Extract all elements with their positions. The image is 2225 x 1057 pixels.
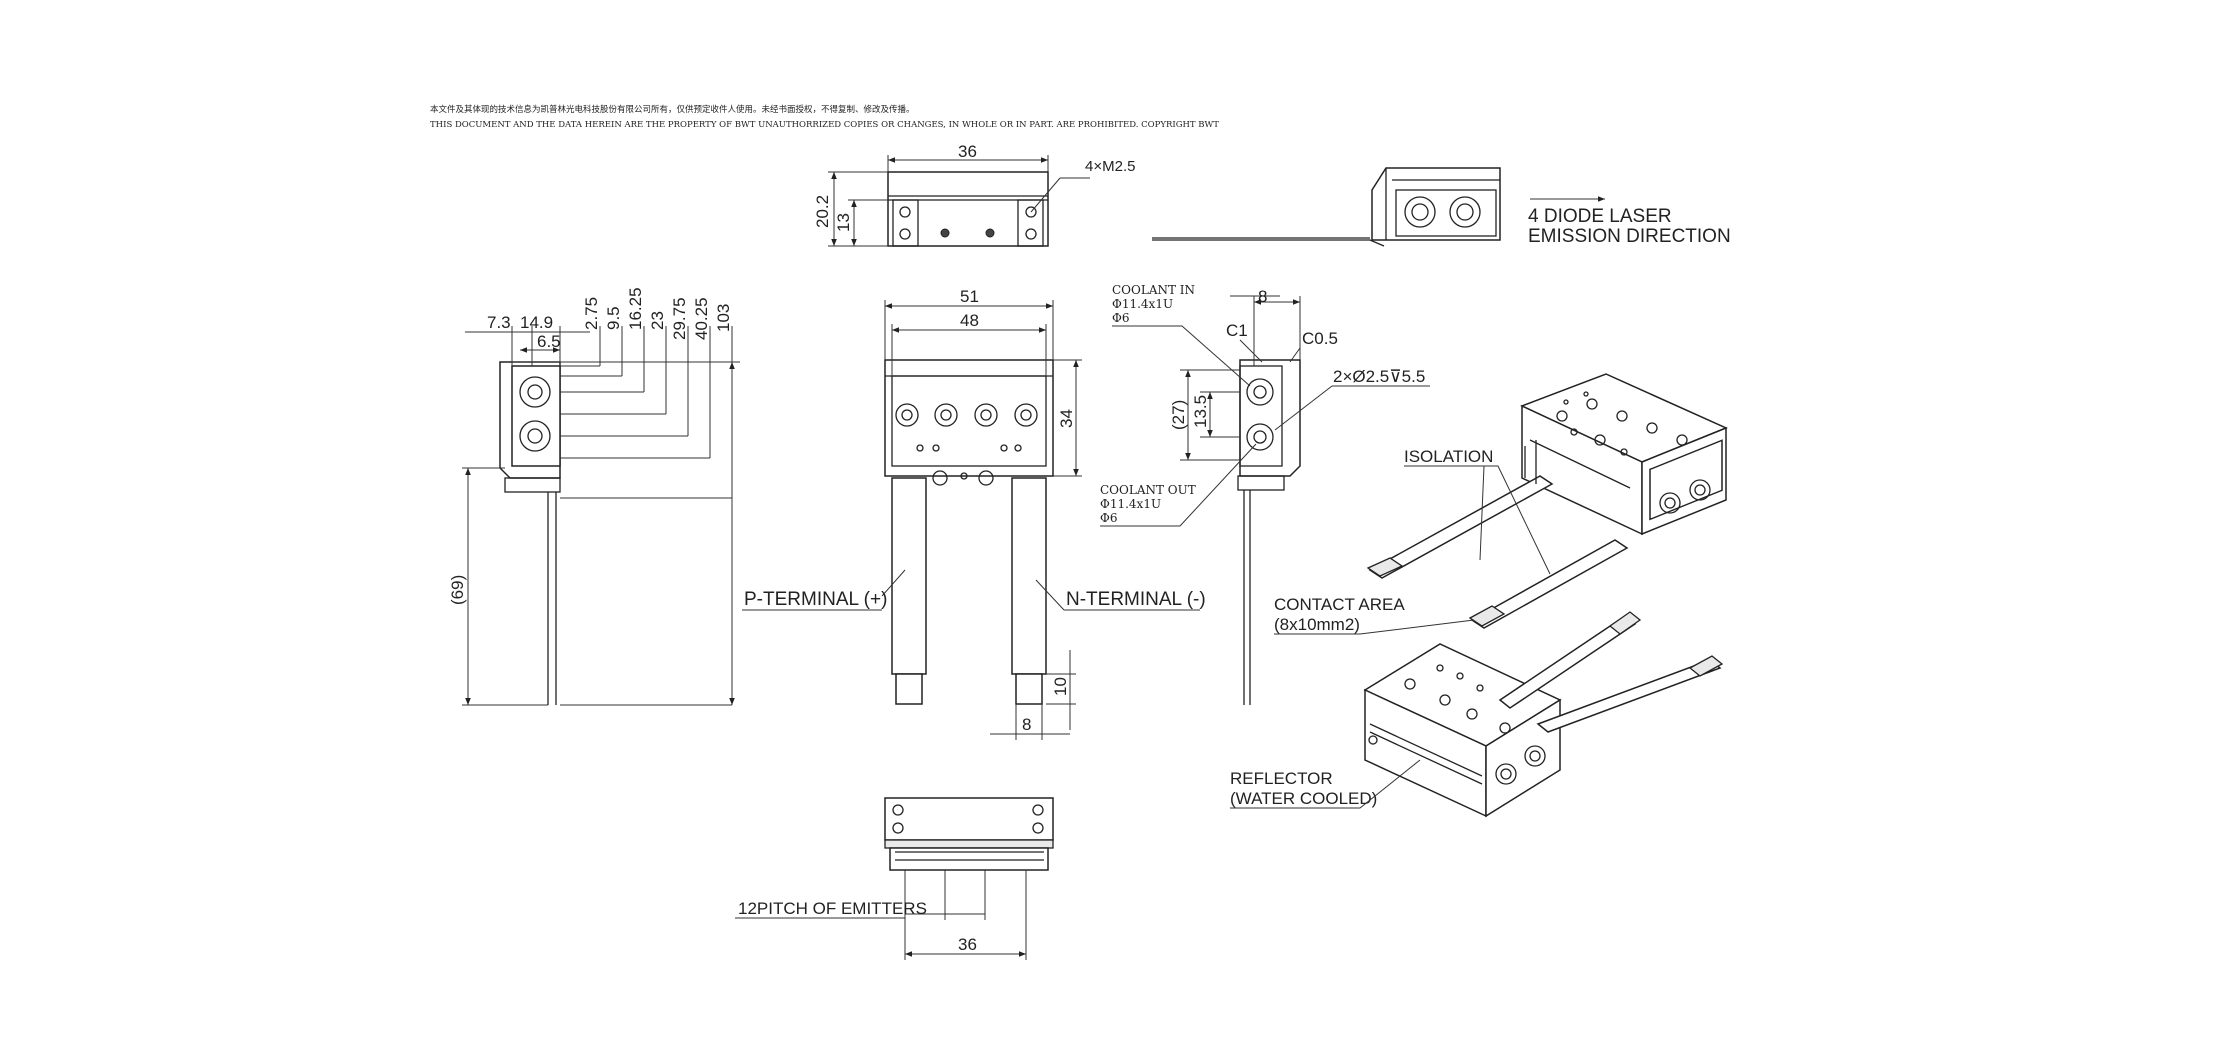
left-dim-h-0: 7.3 — [487, 313, 511, 332]
left-dim-h-2: 6.5 — [537, 332, 561, 351]
pitch-label: 12PITCH OF EMITTERS — [738, 899, 927, 918]
isometric-upper — [1366, 373, 1728, 629]
notice-cn: 本文件及其体现的技术信息为凯普林光电科技股份有限公司所有，仅供预定收件人使用。未… — [430, 104, 915, 115]
left-dim-v-3: 23 — [648, 311, 667, 330]
left-dim-v-6: 103 — [714, 304, 733, 332]
left-dim-length: (69) — [448, 575, 467, 605]
reflector-2: (WATER COOLED) — [1230, 789, 1377, 808]
front-dim-tab-w: 8 — [1022, 715, 1031, 734]
coolant-in-2: Φ6 — [1112, 311, 1129, 325]
top-dim-height-total: 20.2 — [813, 195, 832, 228]
right-view: 8 C1 C0.5 2×Ø2.5⊽5.5 (27) 13.5 COOLANT I… — [1100, 283, 1430, 705]
coolant-in-1: Φ11.4x1U — [1112, 297, 1173, 311]
front-dim-tab-len: 10 — [1051, 677, 1070, 696]
front-dim-inner: 48 — [960, 311, 979, 330]
bottom-view: 12PITCH OF EMITTERS 36 — [735, 797, 1054, 960]
laser-label-1: 4 DIODE LASER — [1528, 206, 1672, 227]
side-view-top-right: 4 DIODE LASER EMISSION DIRECTION — [1152, 167, 1731, 247]
top-dim-width: 36 — [958, 142, 977, 161]
n-terminal-label: N-TERMINAL (-) — [1066, 589, 1206, 610]
right-dim-13-5: 13.5 — [1191, 395, 1210, 428]
right-dim-27: (27) — [1169, 400, 1188, 430]
front-view: 51 48 34 P-TERMINAL (+) N-TERMINAL (-) 1… — [742, 287, 1206, 740]
left-dim-v-0: 2.75 — [582, 297, 601, 330]
left-dim-v-2: 16.25 — [626, 287, 645, 330]
coolant-out-2: Φ6 — [1100, 511, 1117, 525]
top-thread-note: 4×M2.5 — [1085, 158, 1135, 175]
right-c1: C1 — [1226, 321, 1248, 340]
right-dim-top: 8 — [1258, 287, 1267, 306]
left-dim-v-1: 9.5 — [604, 306, 623, 330]
reflector-1: REFLECTOR — [1230, 769, 1333, 788]
isolation-label: ISOLATION — [1404, 447, 1493, 466]
p-terminal-label: P-TERMINAL (+) — [744, 589, 887, 610]
front-dim-outer: 51 — [960, 287, 979, 306]
coolant-in-0: COOLANT IN — [1112, 283, 1195, 297]
laser-label-2: EMISSION DIRECTION — [1528, 226, 1731, 247]
top-dim-height: 13 — [834, 213, 853, 232]
left-dim-v-4: 29.75 — [670, 297, 689, 340]
right-c05: C0.5 — [1302, 329, 1338, 348]
coolant-out-1: Φ11.4x1U — [1100, 497, 1161, 511]
front-dim-height: 34 — [1057, 409, 1076, 428]
isometric-lower — [1363, 611, 1724, 818]
contact-area-1: CONTACT AREA — [1274, 595, 1405, 614]
top-view: 36 20.2 13 4×M2.5 — [813, 142, 1135, 247]
left-dim-v-5: 40.25 — [692, 297, 711, 340]
notice-en: THIS DOCUMENT AND THE DATA HEREIN ARE TH… — [430, 120, 1219, 130]
contact-area-2: (8x10mm2) — [1274, 615, 1360, 634]
left-dim-h-1: 14.9 — [520, 313, 553, 332]
left-view: 7.3 14.9 6.5 2.75 9.5 16.25 23 29.75 40.… — [448, 287, 740, 706]
right-hole-note: 2×Ø2.5⊽5.5 — [1333, 367, 1425, 386]
bottom-dim-width: 36 — [958, 935, 977, 954]
coolant-out-0: COOLANT OUT — [1100, 483, 1196, 497]
